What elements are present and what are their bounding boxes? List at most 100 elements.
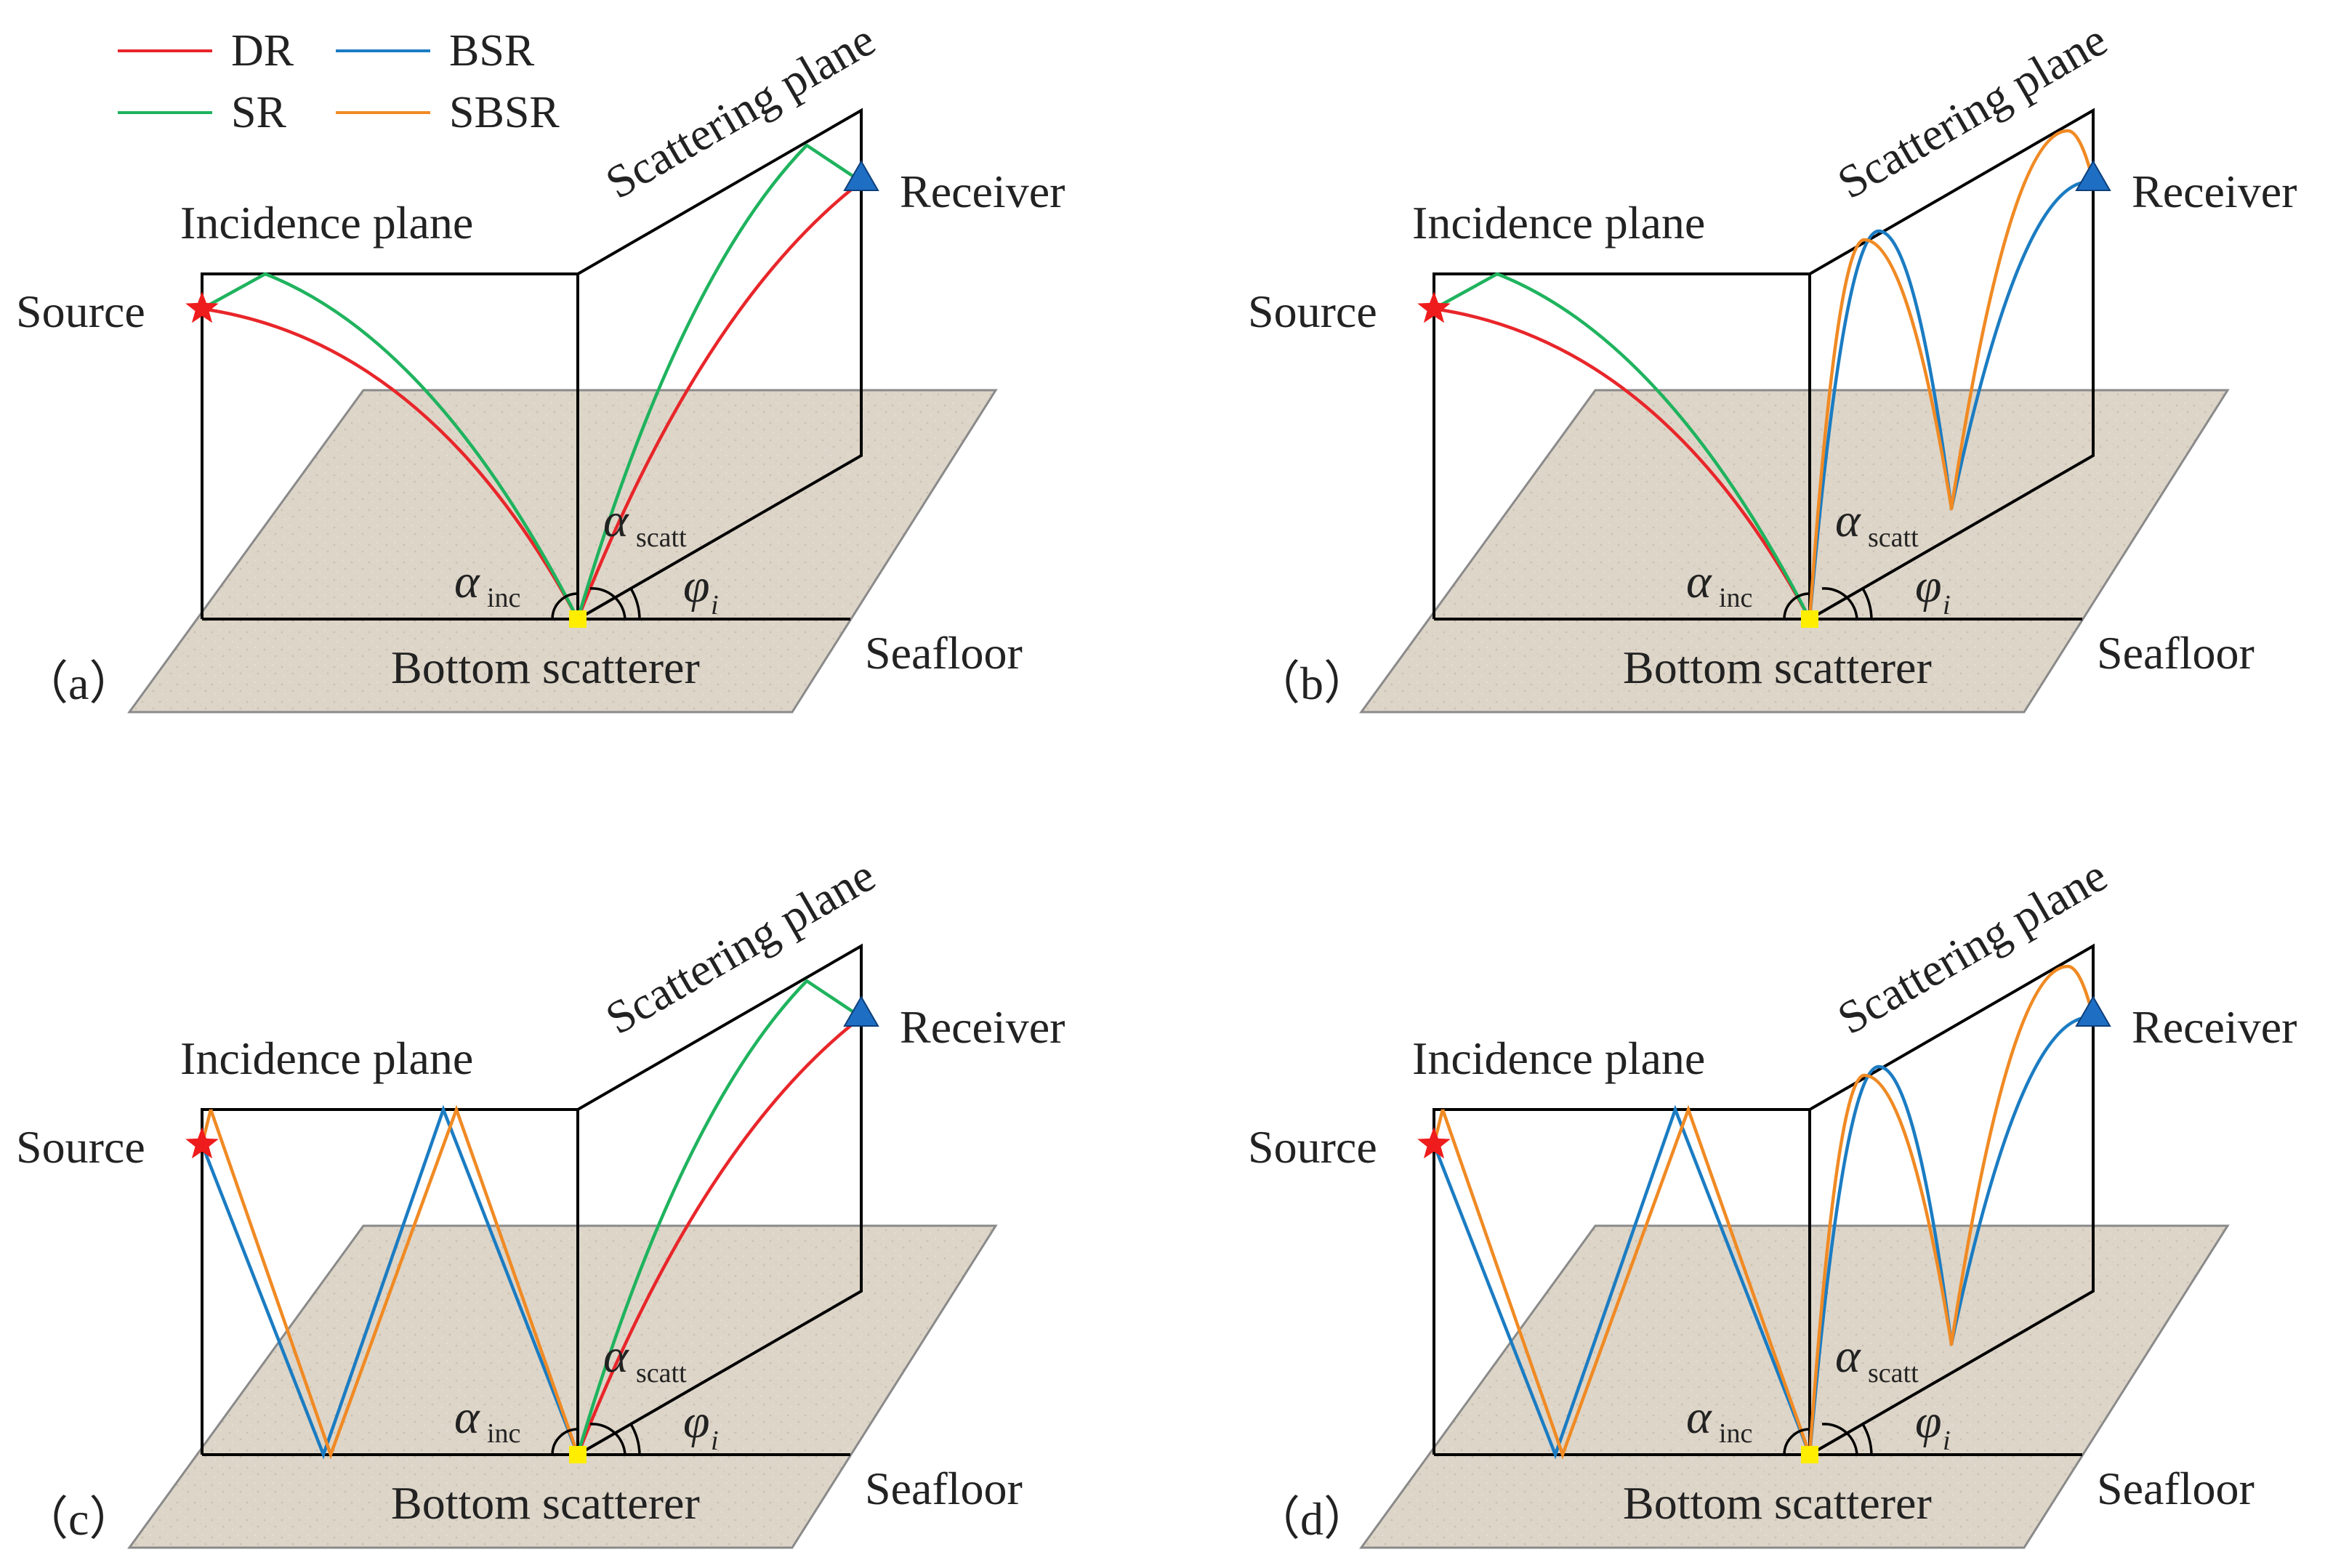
bsr-path-incidence xyxy=(200,1104,580,1460)
seafloor-plane xyxy=(127,1224,998,1549)
bottom-scatterer-marker xyxy=(1801,610,1818,628)
source-label: Source xyxy=(1248,286,1377,337)
bsr-path-scattering-1 xyxy=(1808,229,1954,621)
sr-path-incidence xyxy=(1433,272,1812,621)
alpha-inc-subscript: inc xyxy=(487,583,520,613)
alpha-scatt-arc xyxy=(1821,1423,1858,1455)
alpha-scatt-arc xyxy=(1821,587,1858,620)
receiver-label: Receiver xyxy=(900,1001,1065,1053)
receiver-triangle-icon xyxy=(2075,995,2111,1027)
alpha-scatt-symbol: α xyxy=(603,1330,629,1383)
bottom-scatterer-label: Bottom scatterer xyxy=(391,642,700,693)
alpha-inc-arc xyxy=(551,1428,579,1455)
receiver-label: Receiver xyxy=(2132,1001,2297,1053)
receiver-triangle-icon xyxy=(2075,159,2111,191)
seafloor-plane xyxy=(1359,1224,2230,1549)
incidence-plane-label: Incidence plane xyxy=(180,1032,473,1084)
scattering-plane-frame xyxy=(1808,108,2095,621)
seafloor-label: Seafloor xyxy=(865,627,1023,679)
legend-sr-label: SR xyxy=(231,88,286,137)
phi-symbol: φ xyxy=(1915,559,1942,613)
panel-tag: （a） xyxy=(22,658,135,709)
alpha-inc-subscript: inc xyxy=(1719,1418,1752,1449)
scattering-plane-frame xyxy=(576,108,863,621)
alpha-scatt-symbol: α xyxy=(603,494,629,547)
sbsr-path-incidence xyxy=(209,1104,580,1460)
dr-path-scattering xyxy=(576,180,863,620)
sbsr-path-scattering-2 xyxy=(1949,129,2095,511)
phi-subscript: i xyxy=(1943,590,1951,621)
alpha-scatt-subscript: scatt xyxy=(636,522,687,553)
alpha-inc-arc xyxy=(1783,1428,1810,1455)
seafloor-label: Seafloor xyxy=(865,1463,1023,1514)
incidence-plane-label: Incidence plane xyxy=(1412,197,1705,248)
phi-symbol: φ xyxy=(1915,1395,1942,1448)
alpha-inc-arc xyxy=(1783,592,1810,620)
receiver-label: Receiver xyxy=(900,166,1065,217)
seafloor-plane xyxy=(127,389,998,714)
alpha-inc-symbol: α xyxy=(454,555,480,608)
source-label: Source xyxy=(1248,1121,1377,1173)
bottom-scatterer-marker xyxy=(569,1446,587,1463)
phi-subscript: i xyxy=(711,590,719,621)
seafloor-plane xyxy=(1359,389,2230,714)
scattering-plane-frame xyxy=(576,943,863,1456)
alpha-scatt-subscript: scatt xyxy=(1868,1358,1919,1389)
source-star-icon xyxy=(185,291,219,323)
bottom-scatterer-marker xyxy=(1801,1446,1818,1463)
sbsr-path-incidence xyxy=(1441,1104,1812,1460)
source-label: Source xyxy=(16,286,145,337)
alpha-inc-subscript: inc xyxy=(487,1418,520,1449)
dr-path-incidence xyxy=(201,307,579,621)
phi-symbol: φ xyxy=(683,559,710,613)
alpha-scatt-subscript: scatt xyxy=(1868,522,1919,553)
phi-subscript: i xyxy=(711,1426,719,1456)
panel-tag: （c） xyxy=(22,1493,135,1545)
phi-arc xyxy=(1861,588,1873,620)
alpha-scatt-symbol: α xyxy=(1835,494,1861,547)
seafloor-label: Seafloor xyxy=(2097,627,2255,679)
panel-tag: （d） xyxy=(1254,1493,1370,1545)
alpha-inc-symbol: α xyxy=(1686,1391,1712,1444)
sr-path-scattering xyxy=(576,143,863,620)
dr-path-scattering xyxy=(576,1016,863,1455)
alpha-scatt-arc xyxy=(589,1423,626,1455)
legend-sbsr-label: SBSR xyxy=(449,88,560,137)
bottom-scatterer-marker xyxy=(569,610,587,628)
legend-bsr-label: BSR xyxy=(449,26,535,76)
bsr-path-incidence xyxy=(1432,1104,1812,1460)
alpha-inc-symbol: α xyxy=(454,1391,480,1444)
source-star-icon xyxy=(185,1127,219,1159)
alpha-inc-symbol: α xyxy=(1686,555,1712,608)
bottom-scatterer-label: Bottom scatterer xyxy=(1623,1477,1932,1529)
bsr-path-scattering-1 xyxy=(1808,1064,1954,1457)
legend: DR BSR SR SBSR xyxy=(118,26,560,137)
source-star-icon xyxy=(1417,291,1451,323)
sbsr-path-scattering-1 xyxy=(1808,238,1954,621)
phi-arc xyxy=(629,588,641,620)
sbsr-path-scattering-1 xyxy=(1808,1073,1954,1457)
receiver-triangle-icon xyxy=(843,159,879,191)
receiver-triangle-icon xyxy=(843,995,879,1027)
legend-dr-label: DR xyxy=(231,26,294,76)
bottom-scatterer-label: Bottom scatterer xyxy=(1623,642,1932,693)
seafloor-label: Seafloor xyxy=(2097,1463,2255,1514)
phi-arc xyxy=(629,1423,641,1455)
sr-path-incidence xyxy=(201,272,580,621)
incidence-plane-label: Incidence plane xyxy=(180,197,473,248)
phi-subscript: i xyxy=(1943,1426,1951,1456)
dr-path-incidence xyxy=(1433,307,1811,621)
bottom-scatterer-label: Bottom scatterer xyxy=(391,1477,700,1529)
alpha-scatt-arc xyxy=(589,587,626,620)
alpha-scatt-symbol: α xyxy=(1835,1330,1861,1383)
alpha-inc-subscript: inc xyxy=(1719,583,1752,613)
source-star-icon xyxy=(1417,1127,1451,1159)
alpha-inc-arc xyxy=(551,592,579,620)
phi-symbol: φ xyxy=(683,1395,710,1448)
scattering-plane-frame xyxy=(1808,943,2095,1456)
